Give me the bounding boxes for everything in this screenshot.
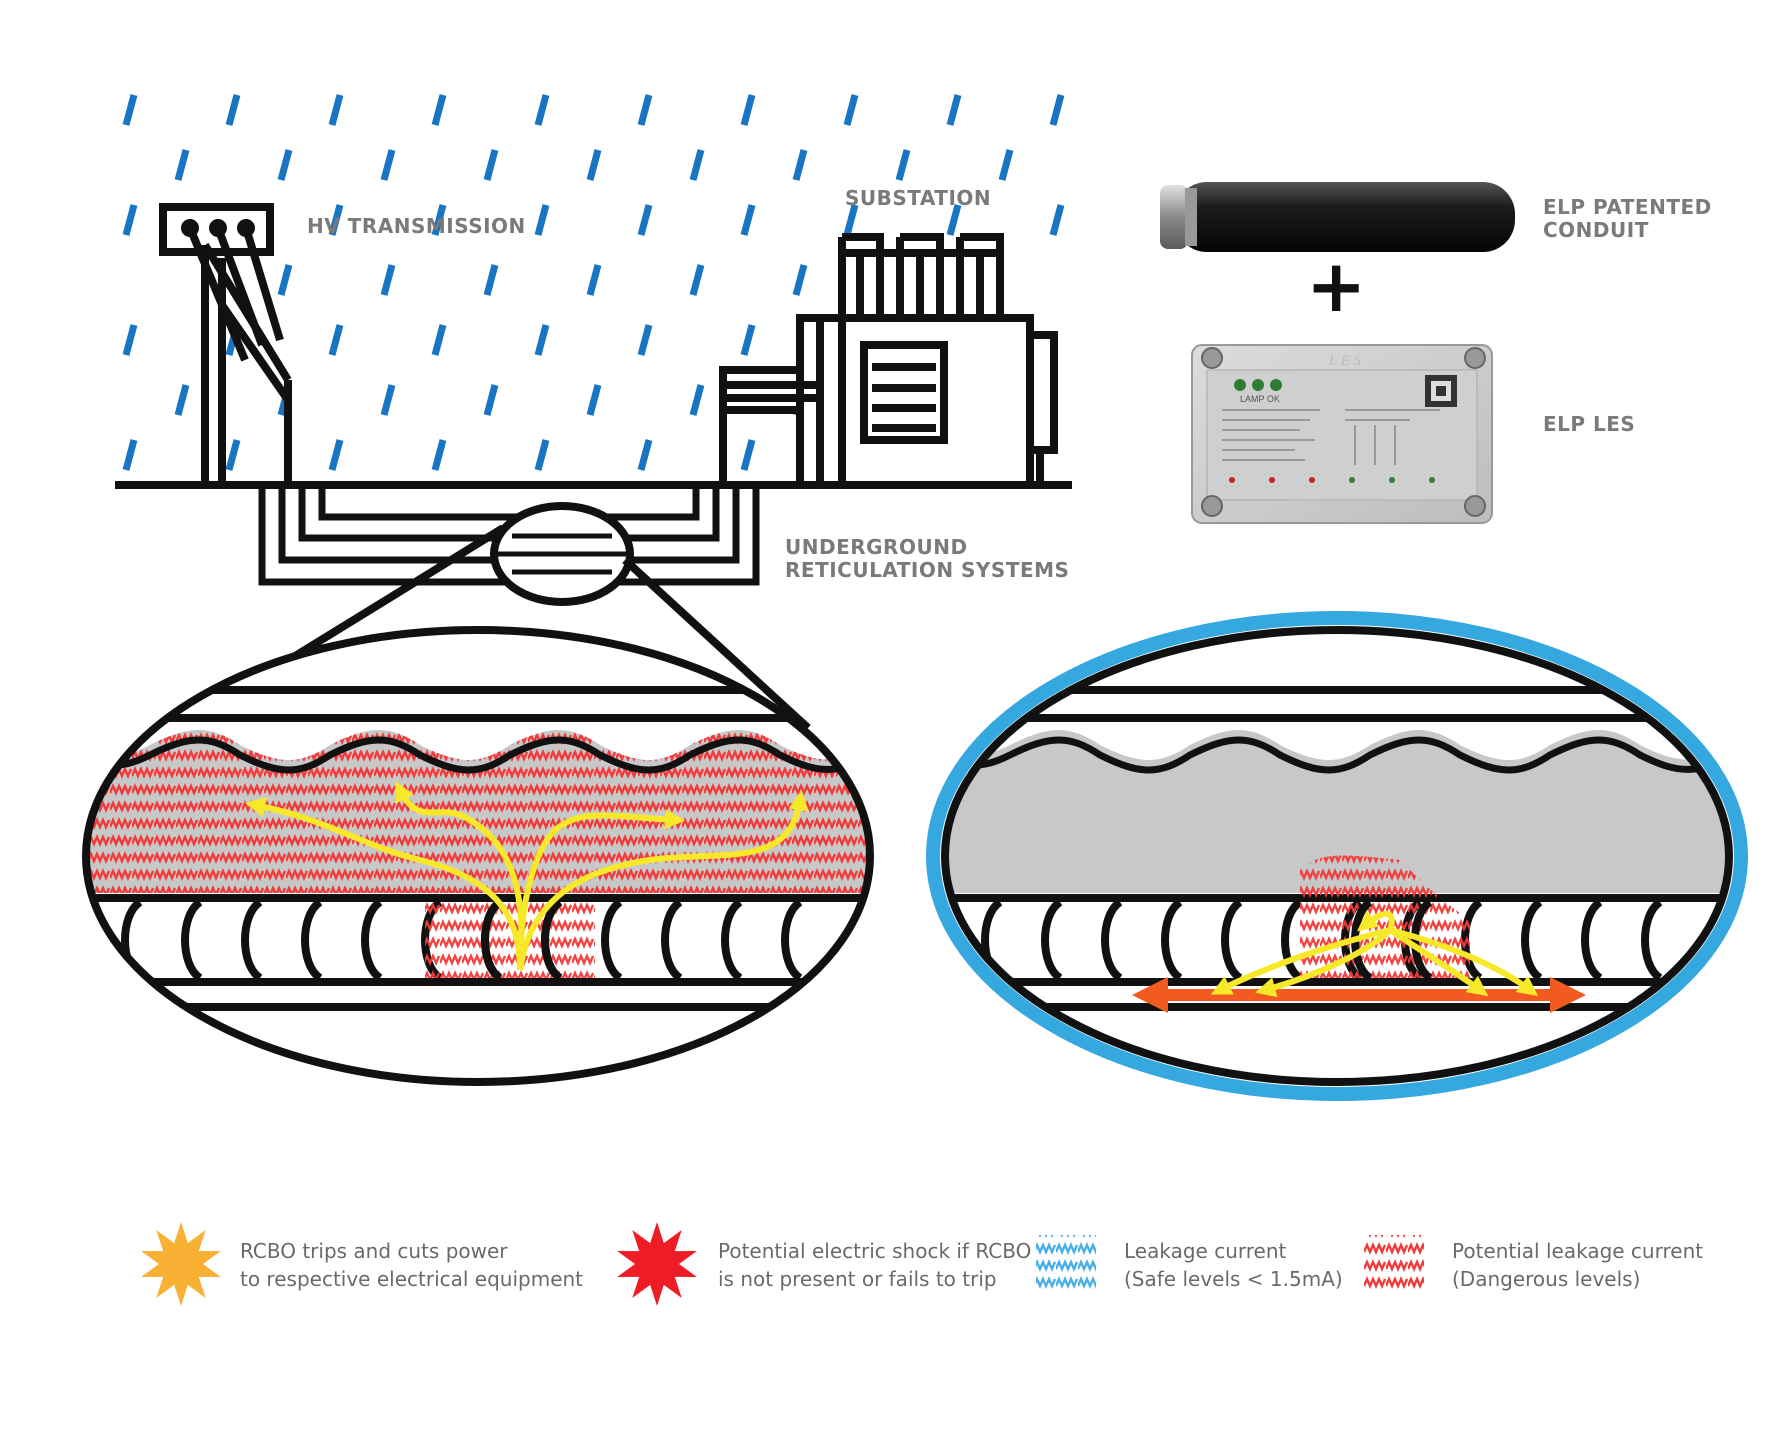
raindrop (328, 439, 344, 471)
conduit-rib (661, 898, 683, 982)
raindrop (122, 324, 138, 356)
legend-rcbo-trips: RCBO trips and cuts power to respective … (240, 1239, 584, 1291)
raindrop (122, 439, 138, 471)
device-brand: L E S (1328, 353, 1362, 369)
raindrop (534, 94, 550, 126)
raindrop (740, 324, 756, 356)
raindrop (895, 149, 911, 181)
red-zigzag-icon (1364, 1235, 1424, 1291)
hv-transmission-label: HV TRANSMISSION (307, 214, 526, 238)
conduit-rib (781, 898, 803, 982)
legend-electric-shock: Potential electric shock if RCBO is not … (718, 1239, 1032, 1291)
plus-sign: + (1306, 244, 1367, 328)
conduit-rib (1161, 898, 1183, 982)
conduit-rib (181, 898, 203, 982)
raindrop (946, 204, 962, 236)
orange-starburst-icon (141, 1222, 221, 1306)
raindrop (740, 439, 756, 471)
raindrop (689, 149, 705, 181)
raindrop (277, 149, 293, 181)
conduit-rib (241, 898, 263, 982)
raindrop (1049, 204, 1065, 236)
raindrop (843, 204, 859, 236)
elp-les-label: ELP LES (1543, 412, 1636, 436)
raindrop (689, 264, 705, 296)
raindrop (637, 439, 653, 471)
raindrop (122, 94, 138, 126)
conduit-rib (301, 898, 323, 982)
raindrop (483, 264, 499, 296)
raindrop (431, 204, 447, 236)
raindrop (328, 94, 344, 126)
raindrop (998, 149, 1014, 181)
hv-transmission-tower (159, 203, 292, 485)
elp-conduit-image (1160, 182, 1515, 252)
elp-les-device-image: L E S LAMP OK (1191, 344, 1493, 524)
raindrop (328, 324, 344, 356)
magnified-section-with-elp (926, 611, 1748, 1101)
raindrop (946, 94, 962, 126)
conduit-rib (1521, 898, 1543, 982)
conduit-rib (1041, 898, 1063, 982)
raindrop (380, 384, 396, 416)
device-status: LAMP OK (1240, 394, 1280, 404)
conduit-rib (721, 898, 743, 982)
raindrop (586, 264, 602, 296)
raindrop (637, 204, 653, 236)
raindrop (1049, 94, 1065, 126)
legend-leakage-dangerous: Potential leakage current (Dangerous lev… (1452, 1239, 1704, 1291)
conduit-rib (1281, 898, 1303, 982)
conduit-rib (601, 898, 623, 982)
raindrop (225, 94, 241, 126)
underground-reticulation-label: UNDERGROUND RETICULATION SYSTEMS (785, 535, 1070, 582)
raindrop (174, 384, 190, 416)
conduit-rib (1101, 898, 1123, 982)
conduit-rib (1581, 898, 1603, 982)
raindrop (637, 94, 653, 126)
substation-building (719, 233, 1058, 489)
raindrop (740, 204, 756, 236)
raindrop (328, 204, 344, 236)
raindrop (792, 149, 808, 181)
raindrop (174, 149, 190, 181)
raindrop (534, 439, 550, 471)
raindrop (534, 204, 550, 236)
blue-zigzag-icon (1036, 1235, 1096, 1291)
raindrop (277, 264, 293, 296)
elp-patented-conduit-label: ELP PATENTED CONDUIT (1543, 195, 1712, 242)
conduit-rib (1641, 898, 1663, 982)
raindrop (483, 384, 499, 416)
raindrop (740, 94, 756, 126)
raindrop (431, 94, 447, 126)
substation-label: SUBSTATION (845, 186, 992, 210)
raindrop (431, 324, 447, 356)
raindrop (586, 384, 602, 416)
red-starburst-icon (617, 1222, 697, 1306)
raindrop (689, 384, 705, 416)
conduit-rib (1221, 898, 1243, 982)
conduit-rib (361, 898, 383, 982)
raindrop (380, 264, 396, 296)
magnified-section-without-elp (82, 626, 874, 1086)
raindrop (843, 94, 859, 126)
raindrop (431, 439, 447, 471)
raindrop (637, 324, 653, 356)
raindrop (792, 264, 808, 296)
raindrop (122, 204, 138, 236)
rain-pattern (122, 94, 1065, 471)
raindrop (483, 149, 499, 181)
raindrop (534, 324, 550, 356)
raindrop (380, 149, 396, 181)
raindrop (225, 439, 241, 471)
legend-leakage-safe: Leakage current (Safe levels < 1.5mA) (1124, 1239, 1343, 1291)
raindrop (586, 149, 602, 181)
